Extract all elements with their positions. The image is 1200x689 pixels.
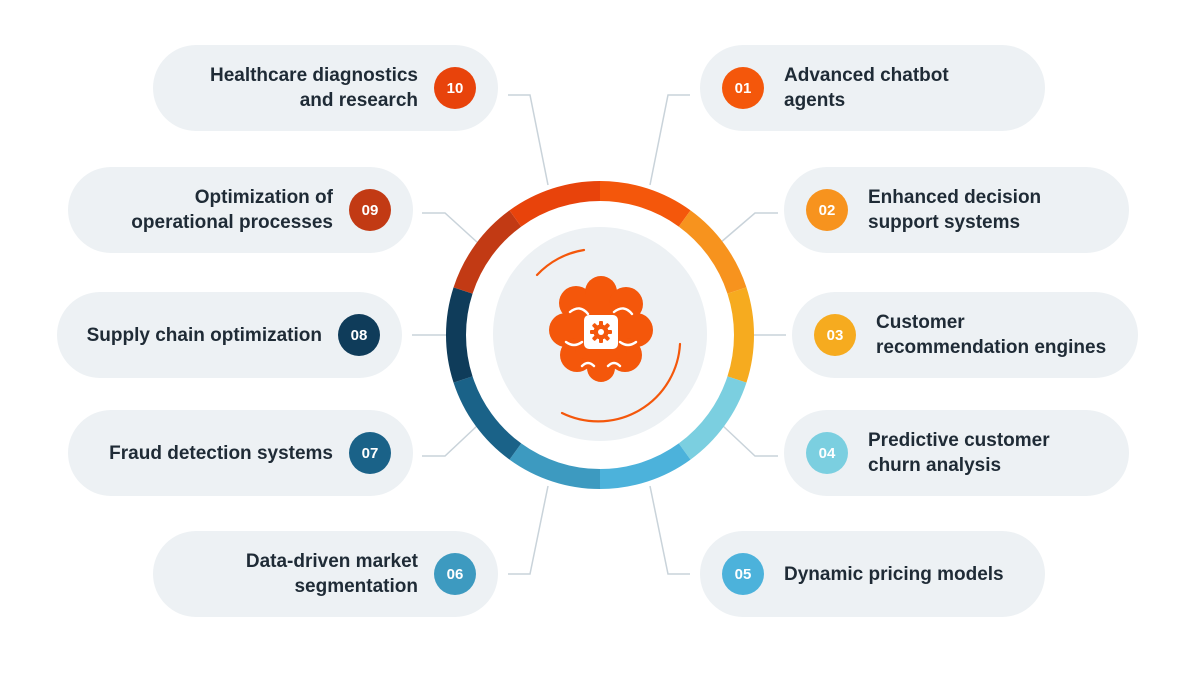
item-label: Supply chain optimization — [86, 324, 322, 346]
item-label: Predictive customer churn analysis — [868, 430, 1050, 476]
connector-05 — [649, 485, 690, 575]
ring-segment-06 — [509, 443, 601, 489]
item-label: Dynamic pricing models — [784, 563, 1004, 585]
ring-segment-08 — [446, 287, 473, 383]
connector-02 — [719, 212, 778, 244]
ring-segment-01 — [599, 181, 691, 227]
connector-01 — [649, 94, 690, 186]
item-label: Advanced chatbot agents — [784, 65, 949, 111]
orbit-arc-bottom — [560, 342, 682, 423]
connector-06 — [508, 485, 549, 575]
item-04: 04 Predictive customer churn analysis — [784, 410, 1129, 496]
connector-07 — [422, 424, 479, 457]
connector-10 — [508, 94, 549, 186]
item-09: Optimization of operational processes 09 — [68, 167, 413, 253]
number-badge: 05 — [722, 553, 764, 595]
connector-09 — [422, 212, 479, 244]
item-label: Data-driven market segmentation — [245, 551, 418, 597]
item-08: Supply chain optimization 08 — [57, 292, 402, 378]
item-label: Fraud detection systems — [109, 442, 333, 464]
number-badge: 08 — [338, 314, 380, 356]
number-badge: 03 — [814, 314, 856, 356]
item-07: Fraud detection systems 07 — [68, 410, 413, 496]
number-badge: 01 — [722, 67, 764, 109]
item-05: 05 Dynamic pricing models — [700, 531, 1045, 617]
ring-segment-07 — [453, 376, 522, 460]
ring-segment-02 — [678, 210, 747, 294]
ring-segment-04 — [678, 376, 747, 460]
ring-segment-09 — [453, 210, 522, 294]
number-badge: 04 — [806, 432, 848, 474]
ring-segment-05 — [599, 443, 691, 489]
item-03: 03 Customer recommendation engines — [792, 292, 1138, 378]
item-label: Optimization of operational processes — [131, 187, 333, 233]
number-badge: 10 — [434, 67, 476, 109]
item-label: Enhanced decision support systems — [868, 187, 1042, 233]
orbit-arc-top — [535, 248, 586, 277]
item-01: 01 Advanced chatbot agents — [700, 45, 1045, 131]
item-10: Healthcare diagnostics and research 10 — [153, 45, 498, 131]
item-02: 02 Enhanced decision support systems — [784, 167, 1129, 253]
item-label: Customer recommendation engines — [876, 312, 1107, 358]
number-badge: 02 — [806, 189, 848, 231]
number-badge: 09 — [349, 189, 391, 231]
ring-segment-03 — [727, 287, 754, 383]
connector-04 — [721, 424, 778, 457]
brain-shape — [549, 276, 653, 382]
ring-segment-10 — [509, 181, 601, 227]
item-06: Data-driven market segmentation 06 — [153, 531, 498, 617]
number-badge: 06 — [434, 553, 476, 595]
gear-icon — [590, 321, 612, 343]
item-label: Healthcare diagnostics and research — [209, 65, 418, 111]
number-badge: 07 — [349, 432, 391, 474]
